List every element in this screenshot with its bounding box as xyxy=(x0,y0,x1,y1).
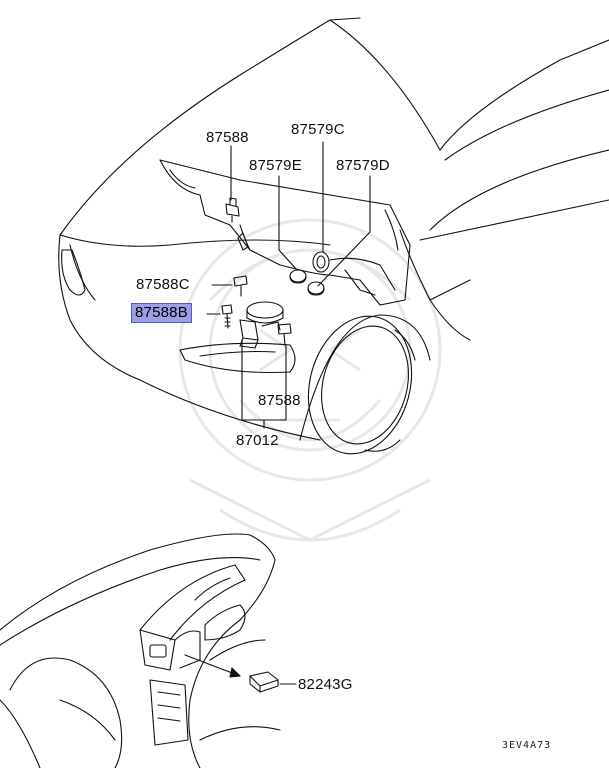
callout-87579d: 87579D xyxy=(336,157,390,174)
bolt-87588-top xyxy=(226,198,239,222)
callout-82243g: 82243G xyxy=(298,676,353,693)
callout-87588-lower: 87588 xyxy=(258,392,301,409)
radiator-support-panel xyxy=(160,160,410,305)
grommet-87579c xyxy=(313,252,329,272)
callout-87579e: 87579E xyxy=(249,157,302,174)
bolt-87588c xyxy=(234,276,247,296)
callout-87012: 87012 xyxy=(236,432,279,449)
leader-arrow-82243g xyxy=(185,655,296,684)
grommet-87579d xyxy=(308,282,324,295)
callout-87588b-highlighted[interactable]: 87588B xyxy=(131,303,192,323)
car-body-outline xyxy=(59,18,609,440)
grommet-87579e xyxy=(290,270,306,283)
relay-82243g xyxy=(250,672,278,692)
callout-87579c: 87579C xyxy=(291,121,345,138)
wheel-assembly xyxy=(294,304,430,465)
sensor-87012 xyxy=(240,302,283,348)
callout-87588c: 87588C xyxy=(136,276,190,293)
drawing-code: 3EV4A73 xyxy=(502,740,552,751)
dashboard-outline xyxy=(0,534,280,768)
leader-lines-upper xyxy=(207,142,370,428)
callout-87588-top: 87588 xyxy=(206,129,249,146)
bolt-87588-lower xyxy=(278,324,291,345)
watermark-emblem xyxy=(150,180,470,560)
bolt-87588b xyxy=(222,305,232,328)
